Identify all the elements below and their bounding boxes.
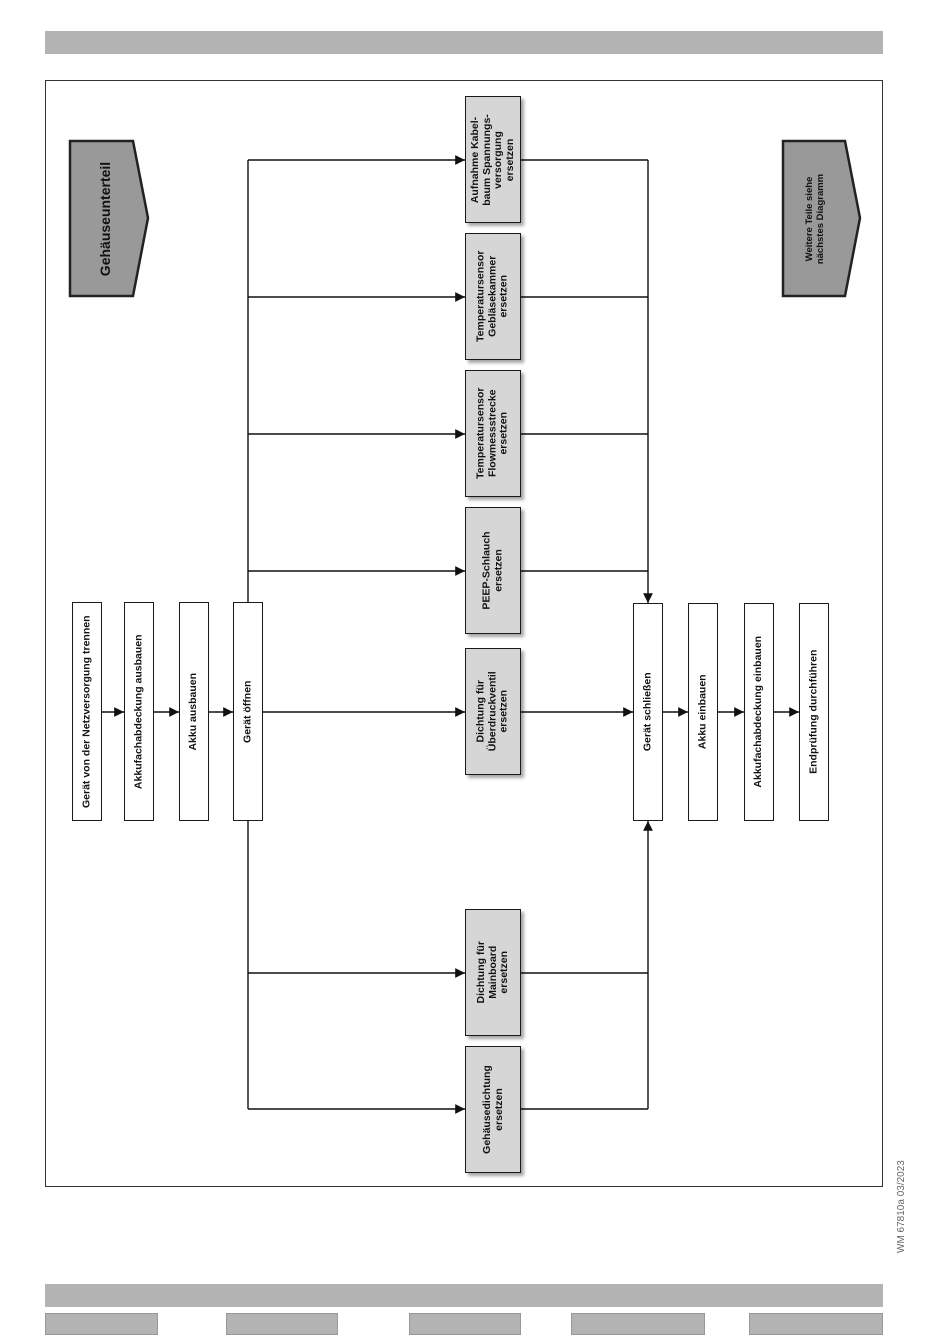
header-bar — [45, 31, 883, 54]
footer-tab-4[interactable] — [571, 1313, 705, 1335]
step-geraet-schliessen[interactable]: Gerät schließen — [633, 603, 663, 821]
step-akku-einbauen[interactable]: Akku einbauen — [688, 603, 718, 821]
step-label: Akku ausbauen — [187, 672, 200, 751]
next-diagram-tag-label[interactable]: Weitere Teile siehe nächstes Diagramm — [804, 144, 830, 294]
step-label: Gerät von der Netzversorgung trennen — [80, 615, 93, 808]
task-label: versorgung — [492, 130, 504, 189]
task-label: Dichtung für — [474, 680, 487, 743]
next-tag-line: nächstes Diagramm — [815, 173, 826, 265]
task-label: ersetzen — [497, 412, 510, 455]
task-label: ersetzen — [503, 138, 516, 181]
task-label: Aufnahme Kabel- — [469, 116, 481, 203]
next-tag-line: Weitere Teile siehe — [804, 176, 815, 262]
task-label: Gehäusedichtung — [480, 1065, 493, 1154]
step-label: Akkufachabdeckung einbauen — [752, 636, 765, 788]
footer-tab-1[interactable] — [45, 1313, 158, 1335]
task-temp-flowmessstrecke[interactable]: Temperatursensor Flowmessstrecke ersetze… — [465, 370, 521, 497]
task-gehaeusedichtung[interactable]: Gehäusedichtung ersetzen — [465, 1046, 521, 1173]
section-tag-shape — [68, 139, 150, 298]
step-akku-ausbauen[interactable]: Akku ausbauen — [179, 602, 209, 821]
footer-tab-2[interactable] — [226, 1313, 338, 1335]
task-peep-schlauch[interactable]: PEEP-Schlauch ersetzen — [465, 507, 521, 634]
next-tag-shape — [781, 139, 862, 298]
step-akkufachabdeckung-einbauen[interactable]: Akkufachabdeckung einbauen — [744, 603, 774, 821]
step-label: Endprüfung durchführen — [807, 649, 820, 775]
section-tag-label: Gehäuseunterteil — [97, 161, 113, 277]
step-akkufachabdeckung-ausbauen[interactable]: Akkufachabdeckung ausbauen — [124, 602, 154, 821]
task-temp-geblaesekammer[interactable]: Temperatursensor Gebläsekammer ersetzen — [465, 233, 521, 360]
task-label: ersetzen — [497, 690, 510, 733]
task-kabelbaum[interactable]: Aufnahme Kabel- baum Spannungs- versorgu… — [465, 96, 521, 223]
task-dichtung-ueberdruckventil[interactable]: Dichtung für Überdruckventil ersetzen — [465, 648, 521, 775]
step-label: Gerät öffnen — [241, 680, 254, 743]
footer-tab-3[interactable] — [409, 1313, 521, 1335]
task-label: ersetzen — [497, 275, 510, 318]
footer-bar — [45, 1284, 883, 1307]
task-label: Dichtung für — [474, 941, 487, 1004]
task-label: ersetzen — [497, 951, 510, 994]
step-endpruefung[interactable]: Endprüfung durchführen — [799, 603, 829, 821]
step-label: Gerät schließen — [641, 672, 654, 752]
diagram-frame — [45, 80, 883, 1187]
step-label: Akku einbauen — [696, 674, 709, 750]
footer-tab-5[interactable] — [749, 1313, 883, 1335]
step-label: Akkufachabdeckung ausbauen — [132, 634, 145, 789]
document-reference: WM 67810a 03/2023 — [896, 1160, 907, 1253]
step-geraet-oeffnen[interactable]: Gerät öffnen — [233, 602, 263, 821]
task-label: ersetzen — [492, 549, 505, 592]
task-dichtung-mainboard[interactable]: Dichtung für Mainboard ersetzen — [465, 909, 521, 1036]
task-label: PEEP-Schlauch — [480, 531, 493, 610]
task-label: ersetzen — [492, 1088, 504, 1131]
step-netz-trennen[interactable]: Gerät von der Netzversorgung trennen — [72, 602, 102, 821]
